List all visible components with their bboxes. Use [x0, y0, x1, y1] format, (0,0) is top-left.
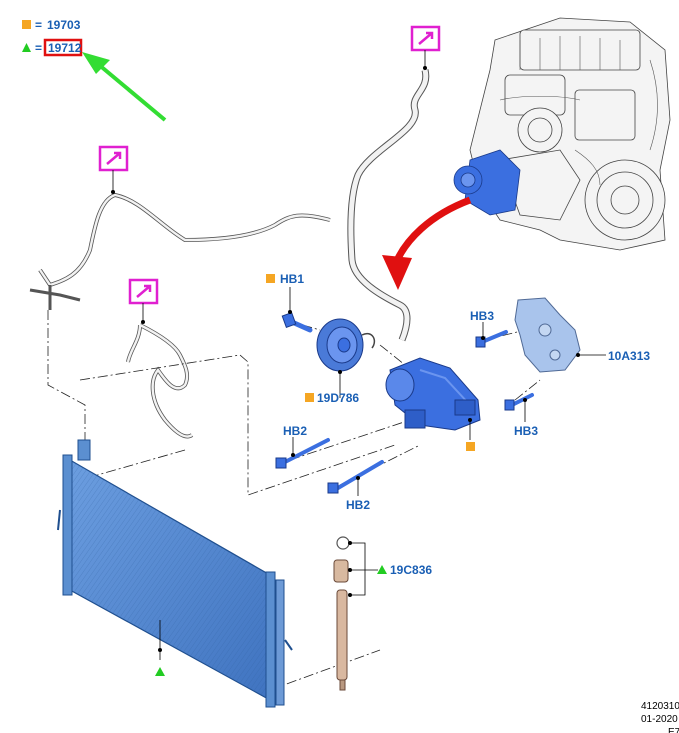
receiver-drier [333, 536, 350, 691]
engine-illustration [453, 17, 671, 251]
detail-view-icon-top[interactable] [410, 25, 441, 52]
green-pointer-arrow [82, 52, 167, 122]
hb1-square-marker [266, 274, 275, 283]
compressor-on-engine [453, 149, 521, 216]
reference-line-3: E7 [668, 727, 679, 733]
compressor-mounting-bracket [514, 297, 581, 373]
label-hb1: HB1 [280, 272, 304, 286]
legend: = 19703 = 19712 [22, 18, 83, 57]
red-location-arrow [382, 196, 472, 290]
reference-code: 4120310 01-2020 E7 [641, 701, 679, 733]
refrigerant-line-discharge [29, 192, 331, 310]
compressor-square-marker [466, 442, 475, 451]
bolt-hb2-upper [275, 438, 330, 469]
ac-compressor [385, 357, 481, 431]
label-hb2-lower: HB2 [346, 498, 370, 512]
label-hb3-upper: HB3 [470, 309, 494, 323]
legend-square-symbol [22, 20, 31, 29]
bolt-hb3-lower [504, 393, 534, 411]
refrigerant-line-suction [347, 69, 430, 342]
label-19d786: 19D786 [317, 391, 359, 405]
legend-eq-2: = [35, 41, 42, 55]
label-hb2-upper: HB2 [283, 424, 307, 438]
receiver-leader [350, 542, 378, 596]
compressor-clutch-pulley [316, 318, 376, 372]
assembly-lines [47, 310, 541, 691]
legend-triangle-symbol [22, 43, 31, 52]
detail-view-icon-mid[interactable] [128, 278, 159, 305]
condenser-triangle-marker [155, 667, 165, 676]
reference-line-1: 4120310 [641, 701, 679, 712]
label-hb3-lower: HB3 [514, 424, 538, 438]
legend-eq-1: = [35, 18, 42, 32]
legend-code-19703: 19703 [47, 18, 81, 32]
bolt-hb3-upper [475, 330, 508, 348]
receiver-triangle-marker [377, 565, 387, 574]
bolt-hb1 [281, 312, 313, 333]
legend-code-highlight-box [43, 38, 83, 57]
legend-code-19712: 19712 [48, 41, 82, 55]
detail-view-icon-left[interactable] [98, 145, 129, 172]
clutch-square-marker [305, 393, 314, 402]
reference-line-2: 01-2020 [641, 714, 678, 725]
condenser [57, 439, 293, 708]
refrigerant-line-liquid [126, 323, 194, 439]
label-10a313: 10A313 [608, 349, 650, 363]
label-19c836: 19C836 [390, 563, 432, 577]
bolt-hb2-lower [327, 460, 384, 494]
